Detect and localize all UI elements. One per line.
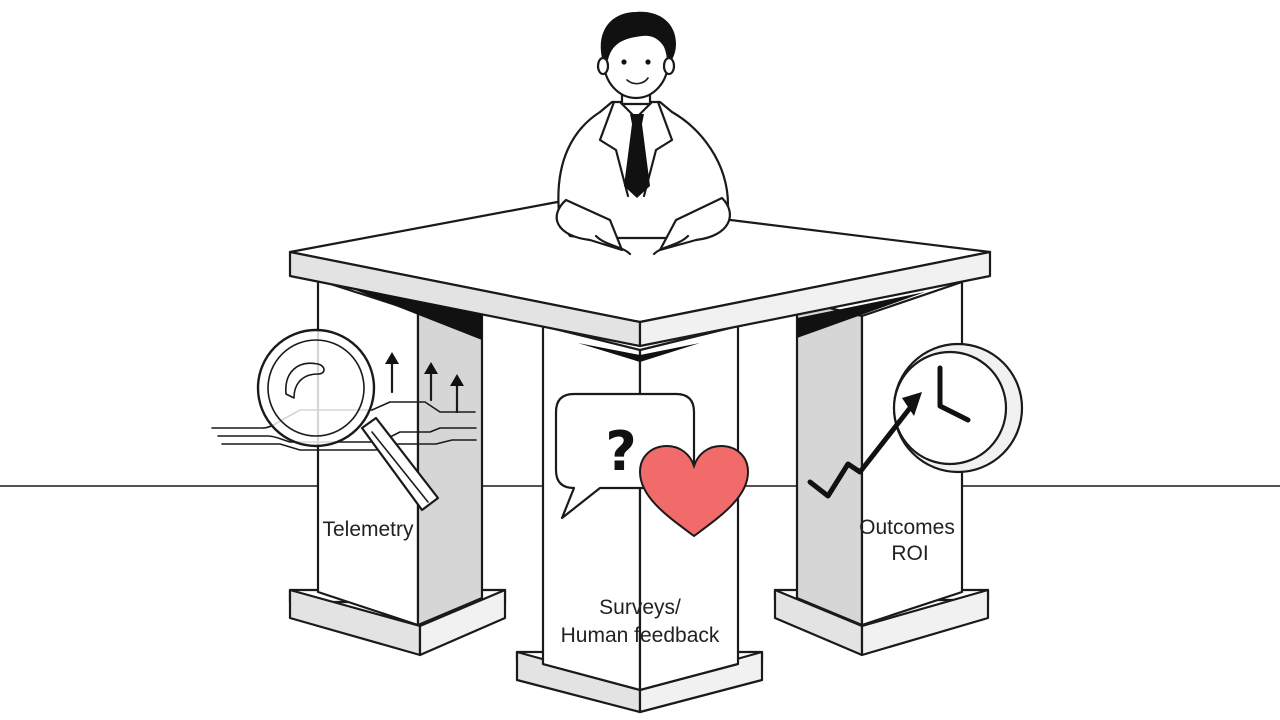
- speech-bubble-heart-icon: ?: [554, 392, 750, 538]
- person-arm-left: [555, 198, 624, 252]
- table-top-edge-right: [638, 250, 992, 348]
- label-surveys: Surveys/: [599, 596, 681, 619]
- magnifier-lens-outer: [256, 328, 376, 448]
- person-eye-left: [621, 59, 627, 65]
- heart: [638, 444, 750, 538]
- table-shadow-middle: [578, 343, 700, 362]
- magnifier-lens-inner: [267, 339, 365, 437]
- person-figure: [555, 11, 732, 256]
- question-mark: ?: [605, 420, 636, 483]
- person-lapel-right: [642, 100, 674, 198]
- label-telemetry: Telemetry: [322, 518, 414, 541]
- person-smile: [626, 77, 649, 85]
- table-top: [288, 198, 992, 362]
- clock-hands: [937, 365, 971, 423]
- magnifier-glint: [285, 362, 325, 399]
- person-arm-right: [658, 196, 732, 252]
- label-human-feedback: Human feedback: [561, 624, 720, 647]
- up-arrows-icon: [385, 352, 464, 414]
- person-tie: [624, 114, 650, 198]
- person-eye-right: [645, 59, 651, 65]
- person-lapel-left: [598, 100, 630, 198]
- table-shadow-right: [797, 292, 925, 338]
- magnifier-icon: [211, 328, 477, 512]
- clock-trend-arrow-icon: [807, 342, 1024, 499]
- magnifier-handle-stripe: [371, 431, 429, 503]
- person-ear-left: [596, 56, 610, 76]
- person-hair: [600, 11, 676, 63]
- pillar-middle: [515, 324, 764, 714]
- trend-arrow-line: [807, 405, 913, 499]
- trend-arrow-head: [902, 392, 922, 416]
- magnifier-handle: [360, 416, 440, 512]
- label-roi: ROI: [891, 542, 928, 565]
- pillar-left-base-side: [418, 588, 507, 657]
- table-shadow-left: [345, 286, 482, 340]
- pillar-right-side: [795, 298, 864, 627]
- clock-face: [892, 350, 1008, 466]
- person-ear-right: [662, 56, 676, 76]
- label-outcomes: Outcomes: [859, 516, 955, 539]
- pillar-left-side: [416, 296, 484, 627]
- person-hand-left: [594, 234, 632, 256]
- pillar-right-base-side: [860, 588, 990, 657]
- person-hand-right: [652, 234, 690, 256]
